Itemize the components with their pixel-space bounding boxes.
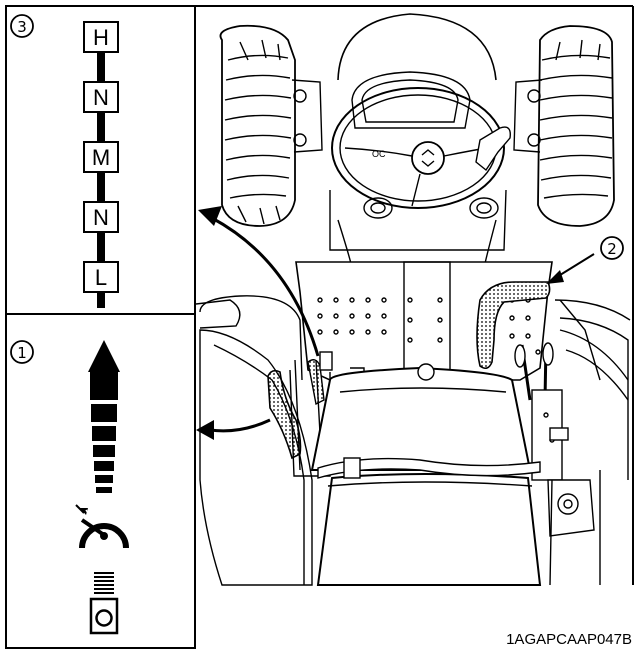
left-front-tire [220,26,295,226]
gear-label-h: H [93,25,109,50]
throttle-increase-arrow-icon [88,340,120,493]
pointer-line-to-pedal [546,254,594,284]
engine-speed-tachometer-icon [76,505,126,548]
svg-text:1: 1 [17,344,27,362]
callout-1-marker: 1 [11,341,33,363]
gear-label-n-lower: N [93,205,109,230]
pointer-arrow-to-throttle-panel [196,420,270,440]
figure-code-label: 1AGAPCAAP047B [506,631,632,648]
svg-text:3: 3 [17,18,27,36]
gear-label-m: M [92,145,110,170]
callout-2-marker: 2 [601,237,623,259]
right-front-tire [538,26,614,226]
gear-label-l: L [95,265,107,290]
tractor-line-art: OC [196,14,630,585]
svg-text:2: 2 [607,240,617,258]
range-gear-indicator: H N M N L [84,22,118,308]
svg-text:OC: OC [372,149,386,159]
hand-throttle-knob-icon [91,573,117,633]
gear-label-n-upper: N [93,85,109,110]
callout-3-marker: 3 [11,15,33,37]
